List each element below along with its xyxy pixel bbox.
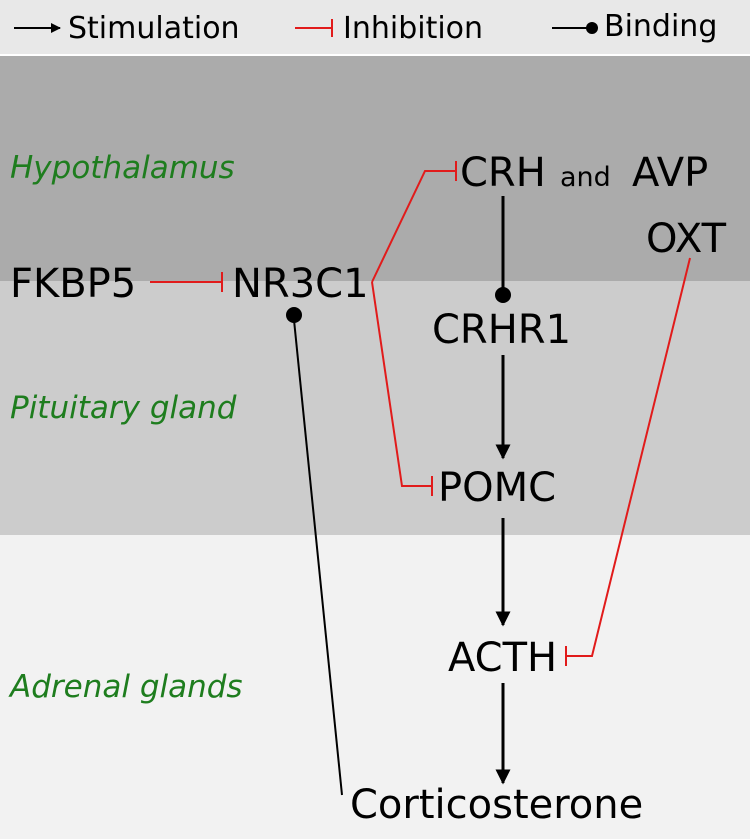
- region-label-hypothalamus: Hypothalamus: [10, 150, 235, 186]
- node-fkbp5: FKBP5: [10, 261, 136, 307]
- region-label-pituitary: Pituitary gland: [10, 390, 237, 426]
- legend-binding-dot: [586, 22, 598, 34]
- edge-corticosterone-binds-nr3c1: [293, 319, 343, 796]
- edge-nr3c1-inhibits-crh: [371, 170, 456, 283]
- node-avp: AVP: [632, 150, 708, 196]
- node-crhr1: CRHR1: [432, 307, 571, 353]
- edge-corticosterone-binds-nr3c1-dot: [286, 307, 302, 323]
- node-oxt: OXT: [646, 216, 727, 262]
- edge-crh-binds-crhr1-dot: [495, 287, 511, 303]
- node-corticosterone: Corticosterone: [350, 782, 643, 828]
- node-crh: CRH: [460, 150, 546, 196]
- edge-oxt-inhibits-acth: [566, 257, 691, 657]
- legend-stimulation-label: Stimulation: [68, 11, 240, 46]
- hypothalamus-region: [0, 56, 750, 281]
- legend-binding-label: Binding: [604, 9, 717, 44]
- adrenal-region: [0, 535, 750, 839]
- region-label-adrenal: Adrenal glands: [8, 669, 243, 705]
- legend-inhibition-label: Inhibition: [343, 11, 483, 46]
- edge-nr3c1-inhibits-pomc: [371, 281, 432, 487]
- node-and: and: [560, 162, 611, 193]
- node-pomc: POMC: [438, 465, 556, 511]
- node-acth: ACTH: [448, 635, 557, 681]
- legend-bar: [0, 0, 750, 55]
- pituitary-region: [0, 281, 750, 535]
- node-nr3c1: NR3C1: [232, 261, 369, 307]
